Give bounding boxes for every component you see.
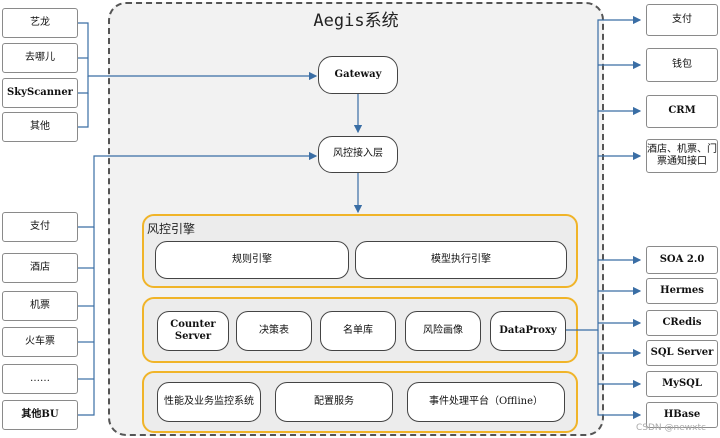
config-service[interactable]: 配置服务 [275,382,393,422]
access-layer-node[interactable]: 风控接入层 [318,136,398,173]
model-engine[interactable]: 模型执行引擎 [355,241,567,279]
risk-profile[interactable]: 风险画像 [405,311,481,351]
store-hbase[interactable]: HBase [646,402,718,428]
client-other[interactable]: 其他 [2,112,78,142]
bu-payment[interactable]: 支付 [2,212,78,242]
event-platform[interactable]: 事件处理平台（Offline） [407,382,565,422]
diagram-title: Aegis系统 [313,11,399,31]
bu-hotel[interactable]: 酒店 [2,253,78,283]
bu-more[interactable]: …… [2,364,78,394]
risk-engine-title: 风控引擎 [147,222,196,236]
client-elong[interactable]: 艺龙 [2,8,78,38]
gateway-node[interactable]: Gateway [318,56,398,94]
store-mysql[interactable]: MySQL [646,371,718,397]
counter-server[interactable]: Counter Server [157,311,229,351]
data-proxy[interactable]: DataProxy [490,311,566,351]
client-skyscanner[interactable]: SkyScanner [2,78,78,108]
ext-payment[interactable]: 支付 [646,4,718,36]
store-sqlserver[interactable]: SQL Server [646,340,718,366]
watermark-credit: CSDN @newxtc [636,423,706,433]
decision-table[interactable]: 决策表 [236,311,312,351]
bu-other[interactable]: 其他BU [2,400,78,430]
ext-notification[interactable]: 酒店、机票、门票通知接口 [646,139,718,173]
rule-engine[interactable]: 规则引擎 [155,241,349,279]
list-library[interactable]: 名单库 [320,311,396,351]
store-hermes[interactable]: Hermes [646,278,718,304]
client-qunar[interactable]: 去哪儿 [2,43,78,73]
monitoring-system[interactable]: 性能及业务监控系统 [157,382,261,422]
ext-wallet[interactable]: 钱包 [646,48,718,82]
bu-train[interactable]: 火车票 [2,327,78,357]
store-credis[interactable]: CRedis [646,310,718,336]
bu-flight[interactable]: 机票 [2,291,78,321]
store-soa[interactable]: SOA 2.0 [646,246,718,274]
ext-crm[interactable]: CRM [646,95,718,128]
